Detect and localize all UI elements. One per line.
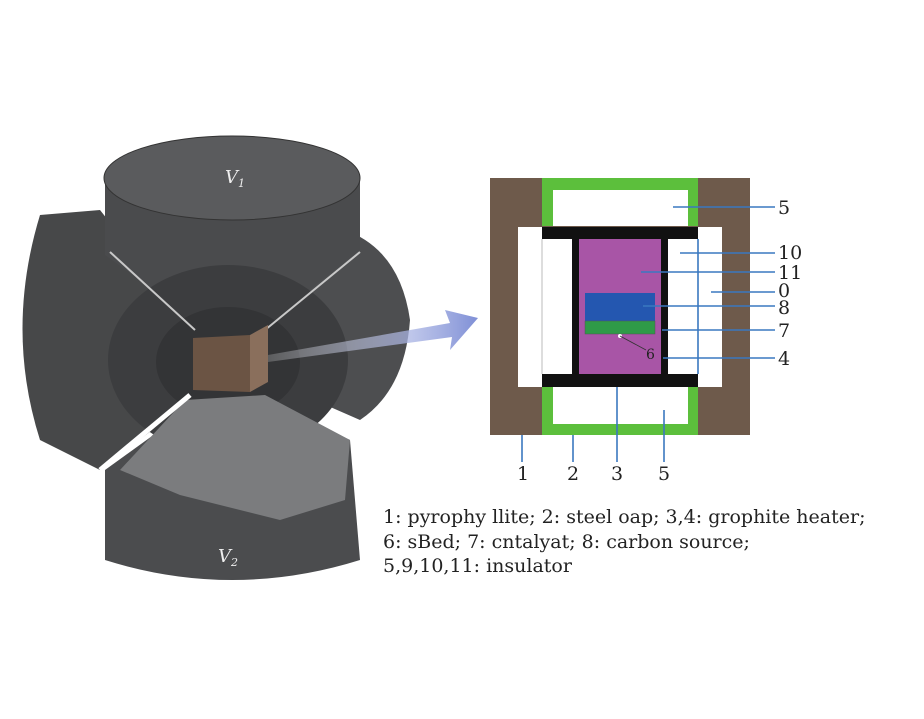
insulator-top bbox=[553, 190, 688, 226]
graphite-heater-left bbox=[572, 239, 579, 374]
graphite-heater-top bbox=[542, 227, 698, 239]
insulator-bottom bbox=[553, 387, 688, 424]
label-5-bottom: 5 bbox=[658, 463, 670, 485]
graphite-heater-bottom bbox=[542, 374, 698, 387]
leader-6 bbox=[619, 335, 647, 351]
sample-cube-side bbox=[250, 325, 268, 392]
sample-cube bbox=[193, 335, 250, 392]
bottom-anvil-label: V2 bbox=[218, 546, 238, 569]
label-10: 10 bbox=[778, 242, 802, 264]
top-anvil-label: V1 bbox=[225, 167, 245, 190]
caption-line-2: 6: sBed; 7: cntalyat; 8: carbon source; bbox=[383, 530, 750, 553]
anvil-gap bbox=[109, 251, 196, 331]
label-6: 6 bbox=[646, 347, 655, 363]
cell-assembly bbox=[490, 178, 750, 435]
anvil-gap bbox=[98, 393, 192, 472]
anvil-bottom-face bbox=[120, 395, 350, 520]
label-3: 3 bbox=[611, 463, 623, 485]
label-5-top: 5 bbox=[778, 197, 790, 219]
label-8: 8 bbox=[778, 297, 790, 319]
label-0: 0 bbox=[778, 280, 790, 302]
anvil-top-face bbox=[103, 135, 361, 221]
caption-line-3: 5,9,10,11: insulator bbox=[383, 555, 572, 577]
cubic-press bbox=[22, 135, 410, 580]
label-7: 7 bbox=[778, 320, 790, 342]
caption-line-1: 1: pyrophy llite; 2: steel oap; 3,4: gro… bbox=[383, 506, 866, 528]
catalyst bbox=[584, 320, 656, 335]
legend-caption: 1: pyrophy llite; 2: steel oap; 3,4: gro… bbox=[383, 505, 865, 579]
cell-labels: 5 10 11 0 8 7 4 6 1 2 3 5 bbox=[517, 197, 802, 485]
leader-lines bbox=[521, 206, 775, 462]
anvil-gap bbox=[264, 251, 361, 331]
label-4: 4 bbox=[778, 348, 790, 370]
carbon-source bbox=[585, 293, 655, 321]
label-1: 1 bbox=[517, 463, 529, 485]
zoom-arrow bbox=[268, 310, 478, 362]
label-11: 11 bbox=[778, 262, 802, 284]
label-2: 2 bbox=[567, 463, 579, 485]
